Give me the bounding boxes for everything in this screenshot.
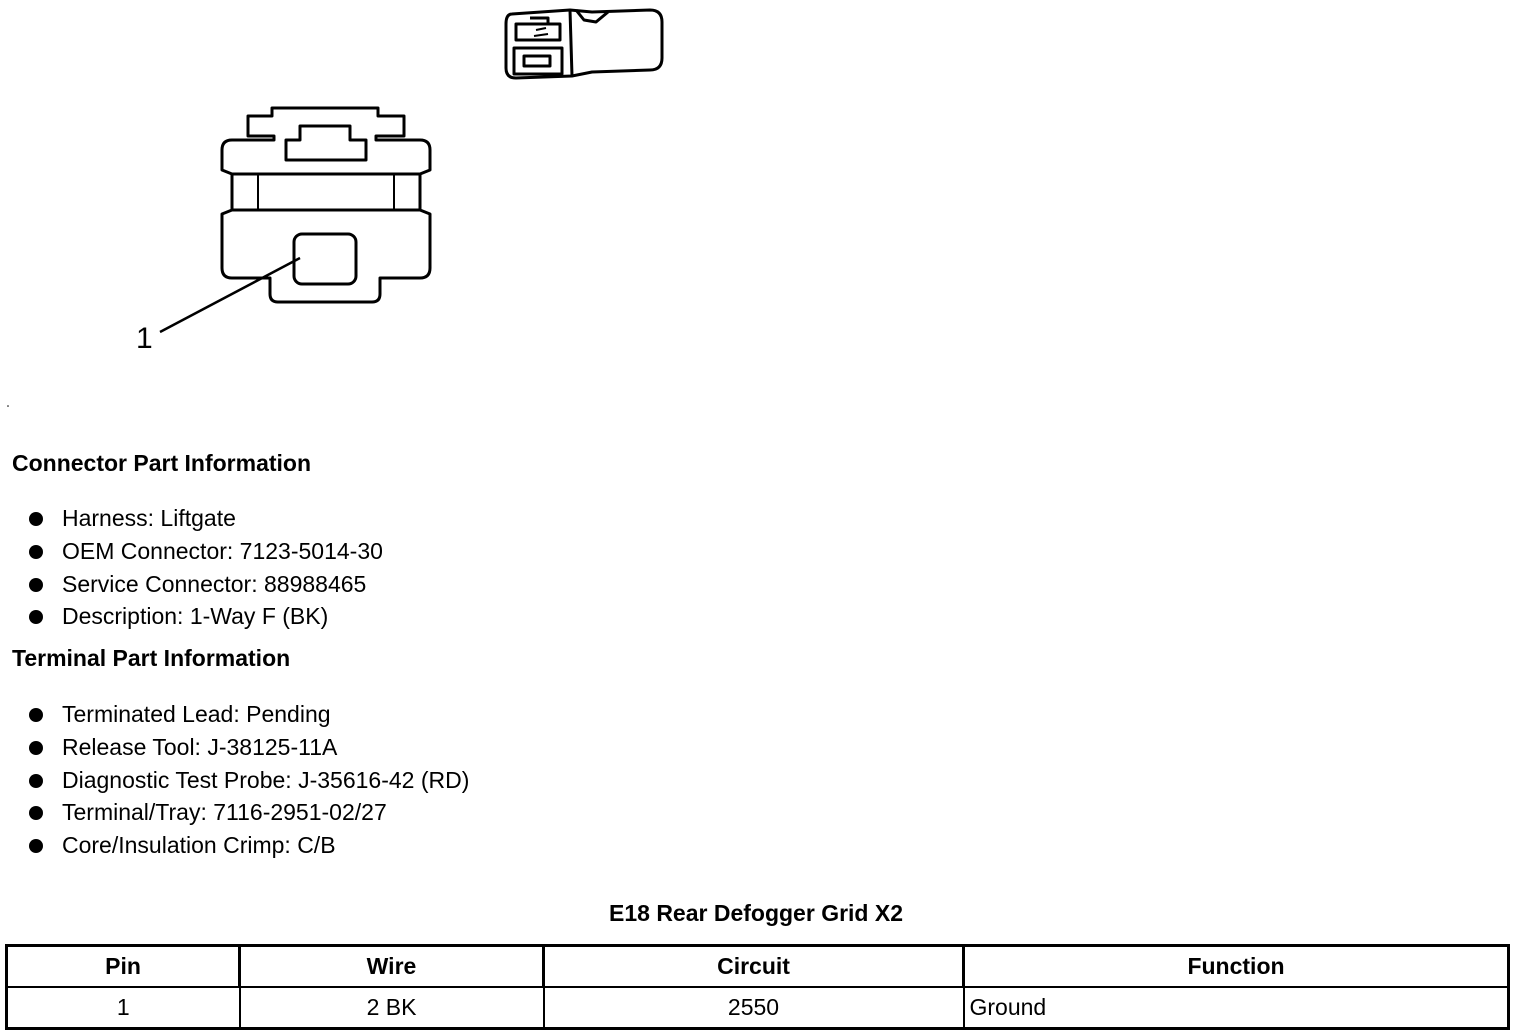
list-item-text: Terminated Lead: Pending xyxy=(62,701,331,727)
pin-table-title: E18 Rear Defogger Grid X2 xyxy=(609,900,903,926)
connector-face-view xyxy=(159,106,432,334)
bullet-icon xyxy=(29,740,43,755)
list-item: Description: 1-Way F (BK) xyxy=(28,600,383,633)
list-item: Terminated Lead: Pending xyxy=(28,698,469,731)
bullet-icon xyxy=(29,806,43,821)
list-item: Harness: Liftgate xyxy=(28,502,383,535)
list-item-text: Core/Insulation Crimp: C/B xyxy=(62,832,336,858)
list-item: Terminal/Tray: 7116-2951-02/27 xyxy=(28,796,469,829)
column-header-function: Function xyxy=(962,944,1510,988)
connector-isometric-view xyxy=(504,8,664,80)
list-item: Service Connector: 88988465 xyxy=(28,568,383,601)
bullet-icon xyxy=(29,773,43,788)
column-header-circuit: Circuit xyxy=(542,944,965,988)
callout-label-1: 1 xyxy=(136,322,153,355)
list-item-text: Service Connector: 88988465 xyxy=(62,570,367,597)
bullet-icon xyxy=(29,839,43,853)
bullet-icon xyxy=(29,577,43,592)
list-item-text: Terminal/Tray: 7116-2951-02/27 xyxy=(62,799,387,826)
cell-pin: 1 xyxy=(5,986,241,1030)
bullet-icon xyxy=(29,544,43,559)
list-item: Core/Insulation Crimp: C/B xyxy=(28,829,469,862)
column-header-pin: Pin xyxy=(5,944,241,988)
connector-part-info-heading: Connector Part Information xyxy=(12,450,312,476)
terminal-part-info-list: Terminated Lead: Pending Release Tool: J… xyxy=(28,698,469,862)
table-row: 1 2 BK 2550 Ground xyxy=(5,986,1510,1030)
list-item-text: Diagnostic Test Probe: J-35616-42 (RD) xyxy=(62,766,470,793)
connector-illustration: 1 xyxy=(0,0,1520,420)
callout-leader-line xyxy=(159,256,301,334)
list-item-text: OEM Connector: 7123-5014-30 xyxy=(62,537,383,564)
list-item: OEM Connector: 7123-5014-30 xyxy=(28,535,383,568)
bullet-icon xyxy=(29,708,43,722)
list-item-text: Harness: Liftgate xyxy=(62,505,236,531)
list-item-text: Description: 1-Way F (BK) xyxy=(62,603,329,630)
table-header-row: Pin Wire Circuit Function xyxy=(5,944,1510,988)
cell-wire: 2 BK xyxy=(238,986,545,1030)
column-header-wire: Wire xyxy=(238,944,545,988)
connector-part-info-list: Harness: Liftgate OEM Connector: 7123-50… xyxy=(28,502,383,633)
list-item-text: Release Tool: J-38125-11A xyxy=(62,733,338,760)
connector-drawing xyxy=(7,8,664,407)
pin-table: Pin Wire Circuit Function 1 2 BK 2550 Gr… xyxy=(5,944,1510,1030)
cell-function: Ground xyxy=(962,986,1510,1030)
bullet-icon xyxy=(29,512,43,526)
terminal-cavity-1 xyxy=(292,232,358,286)
list-item: Diagnostic Test Probe: J-35616-42 (RD) xyxy=(28,764,469,797)
list-item: Release Tool: J-38125-11A xyxy=(28,731,469,764)
terminal-part-info-heading: Terminal Part Information xyxy=(12,645,291,671)
cell-circuit: 2550 xyxy=(542,986,965,1030)
bullet-icon xyxy=(29,610,43,625)
